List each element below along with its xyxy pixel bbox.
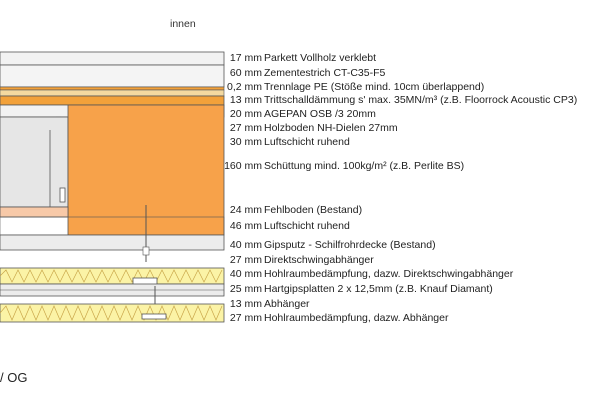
layer-description: Zementestrich CT-C35-F5	[264, 67, 386, 79]
layer-thickness: 25 mm	[229, 283, 262, 295]
layer-thickness: 40 mm	[229, 239, 262, 251]
layer-description: Parkett Vollholz verklebt	[264, 52, 377, 64]
layer-description: Trittschalldämmung s' max. 35MN/m³ (z.B.…	[264, 94, 578, 106]
section-drawing	[0, 51, 225, 323]
layer-description: AGEPAN OSB /3 20mm	[264, 108, 376, 120]
layer-thickness: 30 mm	[229, 136, 262, 148]
layer-thickness: 20 mm	[229, 108, 262, 120]
layer-description: Gipsputz - Schilfrohrdecke (Bestand)	[264, 239, 436, 251]
layer-thickness: 27 mm	[229, 254, 262, 266]
layer-thickness: 0,2 mm	[226, 81, 262, 93]
layer-description: Hohlraumbedämpfung, dazw. Abhänger	[264, 312, 449, 324]
insulation-zigzag-1	[0, 269, 223, 283]
inside-label: innen	[170, 18, 196, 30]
layer-description: Holzboden NH-Dielen 27mm	[264, 122, 398, 134]
layer-thickness: 24 mm	[229, 204, 262, 216]
layer-description: Trennlage PE (Stöße mind. 10cm überlappe…	[264, 81, 485, 93]
layer-description: Luftschicht ruhend	[264, 220, 350, 232]
layer-fill	[0, 116, 69, 208]
layer-plaster	[0, 234, 225, 251]
layer-description: Fehlboden (Bestand)	[264, 204, 363, 216]
layer-thickness: 60 mm	[229, 67, 262, 79]
layer-thickness: 160 mm	[224, 160, 262, 172]
layer-subfloor	[0, 206, 69, 218]
layer-thickness: 13 mm	[229, 94, 262, 106]
layer-description: Schüttung mind. 100kg/m² (z.B. Perlite B…	[264, 160, 465, 172]
layer-thickness: 27 mm	[229, 122, 262, 134]
layer-description: Abhänger	[264, 298, 310, 310]
layer-thickness: 46 mm	[229, 220, 262, 232]
insulation-zigzag-2	[0, 305, 223, 321]
layer-thickness: 27 mm	[229, 312, 262, 324]
layer-thickness: 40 mm	[229, 268, 262, 280]
layer-thickness: 17 mm	[229, 52, 262, 64]
layer-description: Hohlraumbedämpfung, dazw. Direktschwinga…	[264, 268, 514, 280]
fill-clip	[59, 187, 66, 203]
layer-description: Direktschwingabhänger	[264, 254, 374, 266]
layer-description: Hartgipsplatten 2 x 12,5mm (z.B. Knauf D…	[264, 283, 493, 295]
layer-description: Luftschicht ruhend	[264, 136, 350, 148]
layer-thickness: 13 mm	[229, 298, 262, 310]
layer-insulation-2	[0, 303, 225, 323]
footer-label: / OG	[0, 370, 28, 385]
